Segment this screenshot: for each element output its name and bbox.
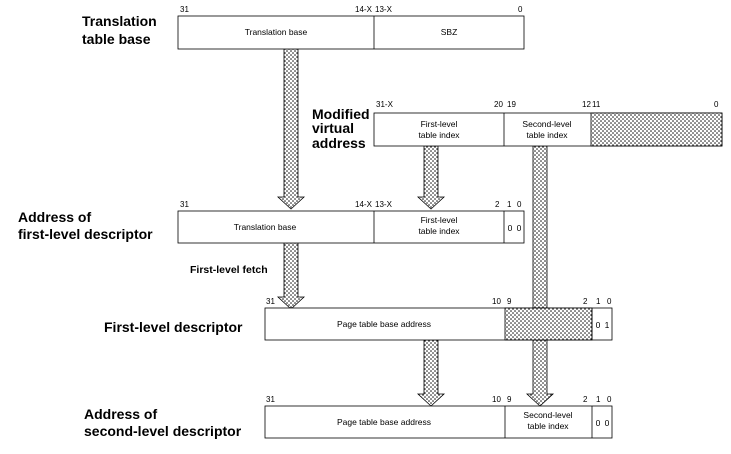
row5-field-second-level-line1: Second-level	[523, 410, 572, 420]
row2-field-first-level-line2: table index	[418, 130, 460, 140]
row2-bit-20: 20	[494, 100, 503, 109]
row5-bit-1: 1	[596, 395, 601, 404]
row2-bit-31x: 31-X	[376, 100, 394, 109]
row1-field-sbz: SBZ	[441, 27, 458, 37]
heading-address-second-level-line1: Address of	[84, 406, 157, 422]
row5-field-second-level-line2: table index	[527, 421, 569, 431]
arrow-first-level-index-down	[416, 145, 446, 210]
row1-register	[177, 15, 525, 50]
row2-bit-12: 12	[582, 100, 591, 109]
row2-bit-0: 0	[714, 100, 719, 109]
row3-low-bit-1: 0	[508, 223, 513, 233]
row3-field-first-level-line1: First-level	[421, 215, 458, 225]
arrow-second-level-index-long-down	[525, 145, 555, 407]
heading-address-second-level-line2: second-level descriptor	[84, 423, 242, 439]
arrow-first-level-fetch	[276, 242, 306, 310]
row4-field-hatched	[504, 307, 593, 341]
heading-translation-table-base-line1: Translation	[82, 13, 157, 29]
row3-register	[177, 210, 525, 244]
row3-bit-0: 0	[517, 200, 522, 209]
heading-mva-line2: virtual	[312, 120, 354, 136]
row5-bit-10: 10	[492, 395, 501, 404]
row5-bit-0: 0	[607, 395, 612, 404]
heading-mva-line1: Modified	[312, 106, 370, 122]
row3-bit-14x: 14-X	[355, 200, 373, 209]
row1-field-translation-base: Translation base	[245, 27, 308, 37]
row2-field-second-level-line1: Second-level	[522, 119, 571, 129]
row5-field-page-table-base: Page table base address	[337, 417, 431, 427]
row3-low-bit-0: 0	[517, 223, 522, 233]
row5-low-bit-0: 0	[605, 418, 610, 428]
row3-bit-2: 2	[495, 200, 500, 209]
heading-first-level-descriptor: First-level descriptor	[104, 319, 243, 335]
arrow-translation-base-down	[276, 48, 306, 210]
row4-bit-0: 0	[607, 297, 612, 306]
row3-bit-13x: 13-X	[375, 200, 393, 209]
row2-field-second-level-line2: table index	[526, 130, 568, 140]
row3-field-translation-base: Translation base	[234, 222, 297, 232]
row4-bit-1: 1	[596, 297, 601, 306]
row5-bit-2: 2	[583, 395, 588, 404]
row3-field-first-level-line2: table index	[418, 226, 460, 236]
row2-field-page-index-hatched	[590, 112, 723, 147]
heading-address-first-level-line1: Address of	[18, 209, 91, 225]
row1-bit-13x: 13-X	[375, 5, 393, 14]
row1-bit-14x: 14-X	[355, 5, 373, 14]
row5-bit-31: 31	[266, 395, 275, 404]
row1-bit-0: 0	[518, 5, 523, 14]
row4-bit-2: 2	[583, 297, 588, 306]
heading-translation-table-base-line2: table base	[82, 31, 151, 47]
row2-bit-19: 19	[507, 100, 516, 109]
row4-field-page-table-base: Page table base address	[337, 319, 431, 329]
row3-bit-1: 1	[507, 200, 512, 209]
arrow-page-table-base-down	[416, 339, 446, 407]
row3-bit-31: 31	[180, 200, 189, 209]
row5-bit-9: 9	[507, 395, 512, 404]
row2-bit-11: 11	[592, 100, 601, 109]
heading-mva-line3: address	[312, 135, 366, 151]
row1-bit-31: 31	[180, 5, 189, 14]
row4-low-bit-0: 1	[605, 320, 610, 330]
row4-bit-31: 31	[266, 297, 275, 306]
row5-register	[264, 405, 613, 439]
row4-bit-9: 9	[507, 297, 512, 306]
row2-field-first-level-line1: First-level	[421, 119, 458, 129]
first-level-fetch-label: First-level fetch	[190, 264, 268, 276]
row5-low-bit-1: 0	[596, 418, 601, 428]
row4-low-bit-1: 0	[596, 320, 601, 330]
row4-bit-10: 10	[492, 297, 501, 306]
heading-address-first-level-line2: first-level descriptor	[18, 226, 153, 242]
